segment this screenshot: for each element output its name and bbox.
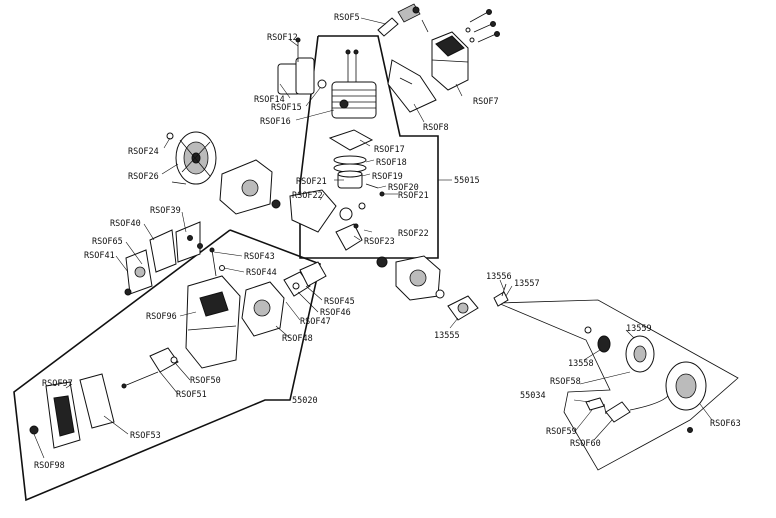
group-outline-55020	[13, 229, 321, 502]
label-rsof48: RSOF48	[282, 334, 313, 344]
label-rsof58: RSOF58	[550, 377, 581, 387]
label-rsof22-right: RSOF22	[398, 229, 429, 239]
recoil-starter	[584, 326, 707, 433]
label-13558: 13558	[568, 359, 594, 369]
label-rsof39: RSOF39	[150, 206, 181, 216]
group-outline-55034	[497, 299, 739, 471]
label-rsof41: RSOF41	[84, 251, 115, 261]
label-rsof59: RSOF59	[546, 427, 577, 437]
label-rsof63: RSOF63	[710, 419, 741, 429]
label-rsof24: RSOF24	[128, 147, 159, 157]
label-rsof7: RSOF7	[473, 97, 499, 107]
label-rsof40: RSOF40	[110, 219, 141, 229]
label-13559: 13559	[626, 324, 652, 334]
bolt-group-top	[465, 9, 500, 43]
label-55020: 55020	[292, 396, 318, 406]
clutch-assembly	[447, 283, 509, 321]
label-55015: 55015	[454, 176, 480, 186]
label-rsof60: RSOF60	[570, 439, 601, 449]
label-rsof8: RSOF8	[423, 123, 449, 133]
carburetor	[241, 261, 327, 337]
label-rsof47: RSOF47	[300, 317, 331, 327]
label-rsof21-left: RSOF21	[296, 177, 327, 187]
label-rsof51: RSOF51	[176, 390, 207, 400]
leader-lines	[33, 17, 713, 459]
label-rsof53: RSOF53	[130, 431, 161, 441]
label-rsof14: RSOF14	[254, 95, 285, 105]
flywheel	[166, 131, 217, 185]
piston-set	[328, 129, 385, 197]
label-rsof21-right: RSOF21	[398, 191, 429, 201]
label-rsof19: RSOF19	[372, 172, 403, 182]
label-rsof98: RSOF98	[34, 461, 65, 471]
label-55034: 55034	[520, 391, 546, 401]
label-rsof65: RSOF65	[92, 237, 123, 247]
label-13557: 13557	[514, 279, 540, 289]
label-rsof43: RSOF43	[244, 252, 275, 262]
intake-assembly	[277, 37, 327, 95]
label-rsof15: RSOF15	[271, 103, 302, 113]
throttle-parts	[121, 347, 179, 389]
crankcase-left	[219, 159, 281, 215]
spark-plug	[377, 3, 429, 37]
label-13555: 13555	[434, 331, 460, 341]
label-rsof23: RSOF23	[364, 237, 395, 247]
crankcase-right	[376, 255, 445, 301]
label-rsof17: RSOF17	[374, 145, 405, 155]
label-rsof50: RSOF50	[190, 376, 221, 386]
label-rsof20: RSOF20	[388, 183, 419, 193]
label-rsof97: RSOF97	[42, 379, 73, 389]
starter-handle	[585, 395, 669, 423]
label-rsof12: RSOF12	[267, 33, 298, 43]
muffler	[431, 31, 469, 91]
ignition-bracket	[124, 221, 203, 296]
label-rsof22-left: RSOF22	[292, 191, 323, 201]
exhaust-plate	[387, 59, 437, 113]
cylinder	[331, 49, 377, 119]
label-rsof5: RSOF5	[334, 13, 360, 23]
label-rsof18: RSOF18	[376, 158, 407, 168]
label-rsof45: RSOF45	[324, 297, 355, 307]
label-rsof16: RSOF16	[260, 117, 291, 127]
crankshaft-assembly	[289, 189, 366, 251]
label-rsof96: RSOF96	[146, 312, 177, 322]
label-rsof26: RSOF26	[128, 172, 159, 182]
part-labels: RSOF5 RSOF12 RSOF7 RSOF8 RSOF14 RSOF15 R…	[34, 13, 741, 471]
label-rsof44: RSOF44	[246, 268, 277, 278]
fuel-tank	[185, 247, 241, 369]
air-filter-cover	[29, 373, 115, 449]
label-rsof46: RSOF46	[320, 308, 351, 318]
label-13556: 13556	[486, 272, 512, 282]
